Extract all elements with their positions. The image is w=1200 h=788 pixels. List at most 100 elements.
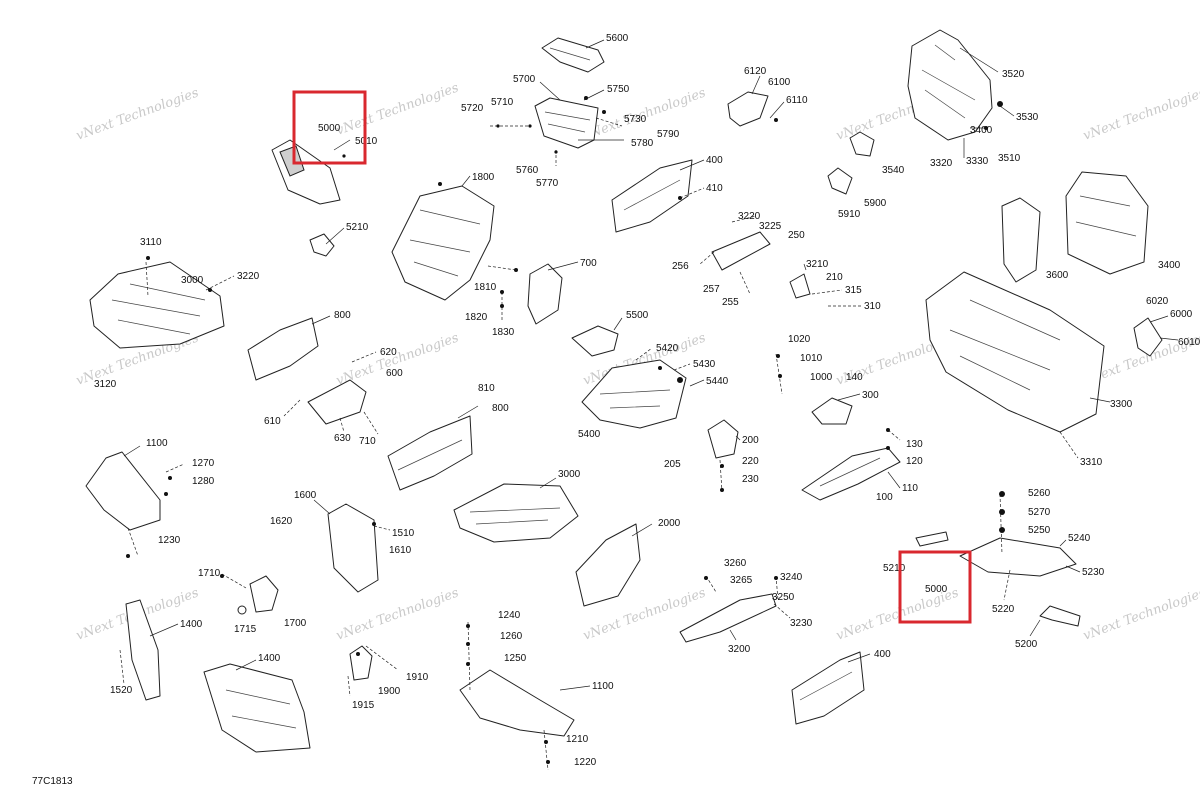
callout-5720: 5720 [461,103,484,114]
callout-1210: 1210 [566,734,589,745]
part-1700-switch[interactable] [249,575,279,613]
callout-3225: 3225 [759,221,782,232]
callout-1510: 1510 [392,528,415,539]
callout-3530: 3530 [1016,112,1039,123]
part-700-panel[interactable] [527,263,563,325]
callout-400-lower: 400 [874,649,891,660]
callout-3600: 3600 [1046,270,1069,281]
watermark: vNext Technologies [74,85,201,143]
callout-3000-center: 3000 [558,469,581,480]
part-1900-switch[interactable] [349,645,373,681]
part-5210-knob[interactable] [309,233,335,257]
callout-1400: 1400 [180,619,203,630]
part-3540-clip[interactable] [849,131,875,157]
callout-5730: 5730 [624,114,647,125]
callout-3300: 3300 [1110,399,1133,410]
callout-250: 250 [788,230,805,241]
callout-1270: 1270 [192,458,215,469]
part-5400-center-console[interactable] [581,359,687,429]
part-1800-seat-base[interactable] [391,185,495,301]
part-600-bracket[interactable] [307,379,367,425]
highlight-box-5000-left[interactable] [292,90,367,165]
callout-1620: 1620 [270,516,293,527]
part-3000-floor-center[interactable] [453,483,579,543]
callout-200: 200 [742,435,759,446]
callout-205: 205 [664,459,681,470]
callout-810: 810 [478,383,495,394]
callout-1910: 1910 [406,672,429,683]
part-400-panel[interactable] [611,159,693,233]
callout-710: 710 [359,436,376,447]
callout-3000: 3000 [181,275,204,286]
callout-5210: 5210 [346,222,369,233]
part-5240-panel[interactable] [959,537,1077,577]
callout-257: 257 [703,284,720,295]
callout-256: 256 [672,261,689,272]
callout-5220: 5220 [992,604,1015,615]
part-250-bracket[interactable] [711,231,771,271]
callout-6010: 6010 [1178,337,1200,348]
callout-3230: 3230 [790,618,813,629]
callout-3540: 3540 [882,165,905,176]
callout-3520: 3520 [1002,69,1025,80]
part-200-mount[interactable] [707,419,739,459]
part-3400-rear-console[interactable] [1065,171,1149,275]
part-1400-large-panel[interactable] [203,663,311,753]
part-3600-panel[interactable] [1001,197,1041,283]
part-6100-bracket[interactable] [727,91,769,127]
part-1400-panel[interactable] [125,599,161,701]
callout-5710: 5710 [491,97,514,108]
callout-3510: 3510 [998,153,1021,164]
callout-1230: 1230 [158,535,181,546]
callout-5430: 5430 [693,359,716,370]
part-5500-cap[interactable] [571,325,619,357]
part-1100-lower-bracket[interactable] [459,669,575,737]
part-3400-console[interactable] [907,29,993,141]
callout-210: 210 [826,272,843,283]
fastener-dots [126,96,1005,764]
callout-140: 140 [846,372,863,383]
callout-5210-right: 5210 [883,563,906,574]
callout-100: 100 [876,492,893,503]
callout-1800: 1800 [472,172,495,183]
callout-1520: 1520 [110,685,133,696]
callout-5700: 5700 [513,74,536,85]
callout-120: 120 [906,456,923,467]
callout-5260: 5260 [1028,488,1051,499]
part-100-tunnel[interactable] [801,447,901,501]
part-5210-clip[interactable] [915,531,949,547]
callout-5900: 5900 [864,198,887,209]
callout-1220: 1220 [574,757,597,768]
callout-3110: 3110 [140,237,162,248]
callout-5230: 5230 [1082,567,1105,578]
part-1100-bracket[interactable] [85,451,161,531]
part-3300-rear-floor[interactable] [925,271,1105,433]
watermark: vNext Technologies [334,330,461,388]
part-5700-storage-bin[interactable] [534,97,599,149]
callout-5910: 5910 [838,209,861,220]
part-210-bracket[interactable] [789,273,811,299]
part-5200-handle[interactable] [1039,605,1081,627]
callout-5500: 5500 [626,310,649,321]
part-6000-bracket[interactable] [1133,317,1163,357]
callout-2000: 2000 [658,518,681,529]
part-300-piece[interactable] [811,397,853,425]
highlight-box-5000-right[interactable] [898,550,972,624]
callout-1000: 1000 [810,372,833,383]
part-800-lower-panel[interactable] [387,415,473,491]
callout-1280: 1280 [192,476,215,487]
callout-1820: 1820 [465,312,488,323]
callout-1400-lower: 1400 [258,653,281,664]
part-5900-piece[interactable] [827,167,853,195]
callout-labels: 5600 5700 5750 5720 5710 5730 5790 5780 … [94,33,1200,768]
part-2000-panel[interactable] [575,523,641,607]
callout-3210: 3210 [806,259,829,270]
part-5000-side-panel[interactable] [271,139,341,205]
highlight-boxes [292,90,972,624]
callout-1100: 1100 [146,438,168,449]
part-3000-floor-pan[interactable] [89,261,225,349]
part-400-lower-panel[interactable] [791,651,865,725]
part-1600-panel[interactable] [327,503,379,593]
part-800-panel[interactable] [247,317,319,381]
